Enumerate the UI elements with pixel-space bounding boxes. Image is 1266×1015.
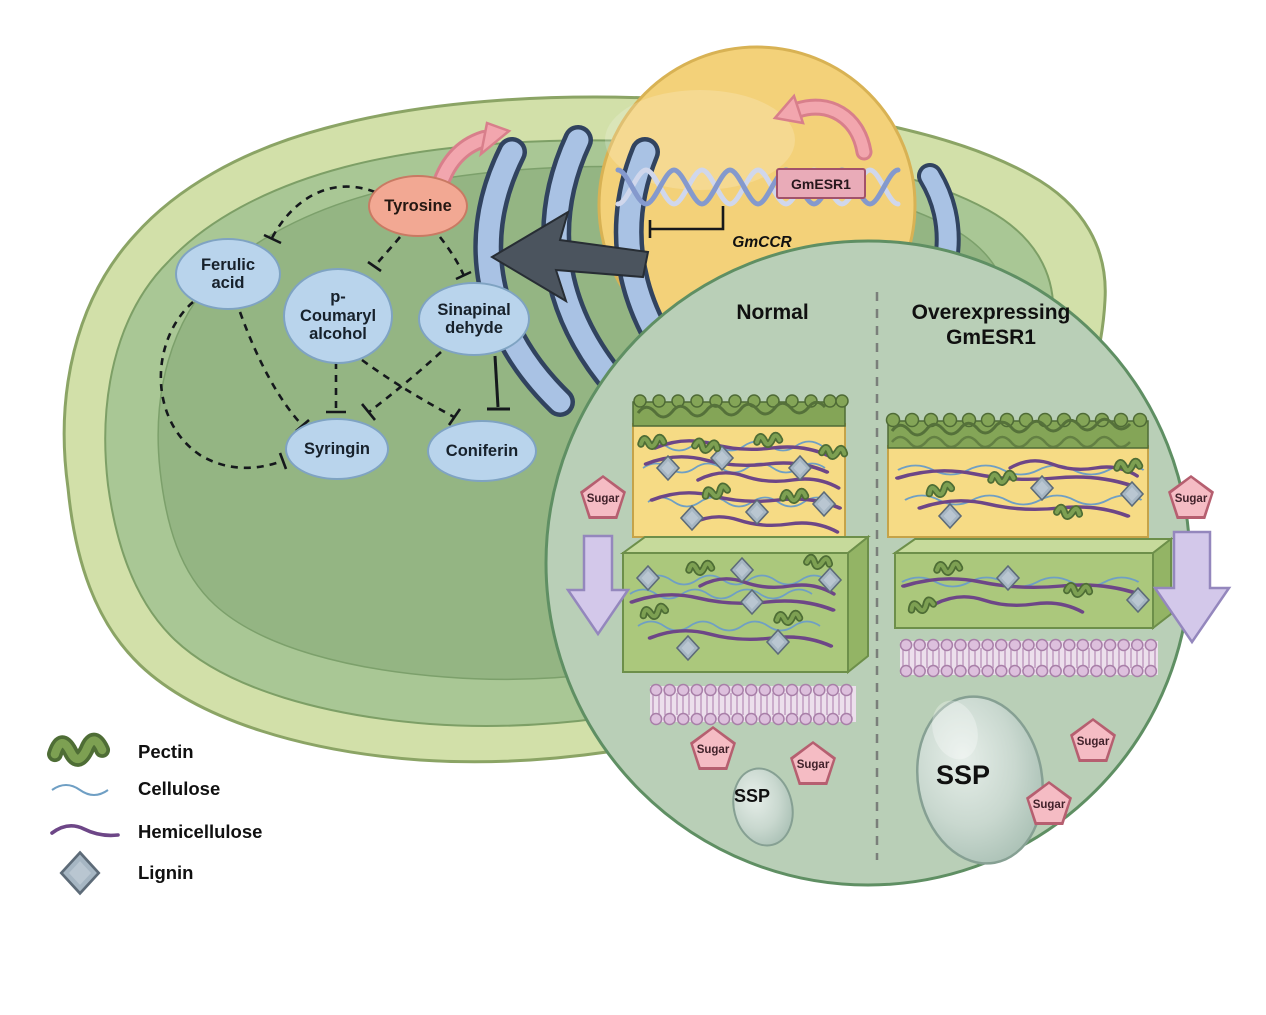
node-label: alcohol	[309, 325, 367, 344]
sugar-label: Sugar	[1174, 493, 1208, 505]
lignin-legend-icon	[59, 851, 101, 895]
node-label: p-	[330, 288, 346, 307]
magnified-cell-wall-view	[544, 239, 1232, 887]
gmesr1-gene-label: GmESR1	[776, 168, 866, 199]
signal-arrow-nucleus	[772, 93, 873, 161]
node-label: Sinapinal	[437, 300, 511, 319]
legend-label-pectin: Pectin	[138, 741, 194, 762]
sugar-flux-arrow-overexpressing	[1152, 530, 1232, 645]
node-ferulic-acid: Ferulic acid	[175, 238, 281, 310]
overexpressing-primary-wall	[887, 445, 1149, 538]
sugar-pentagon-overexpressing-2: Sugar	[1026, 781, 1072, 825]
sugar-label: Sugar	[1076, 736, 1110, 748]
sugar-label: Sugar	[1032, 799, 1066, 811]
gmccr-gene-label: GmCCR	[732, 234, 792, 251]
ssp-label-overexpressing: SSP	[935, 760, 991, 790]
node-syringin: Syringin	[285, 418, 389, 480]
normal-plasma-membrane	[649, 683, 859, 726]
normal-pectin-layer	[632, 394, 849, 427]
node-sinapinal-dehyde: Sinapinal dehyde	[418, 282, 530, 356]
ssp-label-normal: SSP	[733, 786, 771, 806]
normal-ssp-body	[732, 767, 794, 847]
sugar-pentagon-normal-1: Sugar	[690, 726, 736, 770]
node-coniferin: Coniferin	[427, 420, 537, 482]
sugar-pentagon-overexpressing-1: Sugar	[1070, 718, 1116, 762]
ssp-highlight	[932, 700, 978, 760]
inset-title-overexpressing: Overexpressing GmESR1	[896, 301, 1086, 351]
overexpressing-ssp-body	[915, 695, 1045, 865]
normal-secondary-wall	[619, 534, 871, 675]
hemicellulose-legend-icon	[50, 824, 120, 838]
sugar-label: Sugar	[696, 744, 730, 756]
legend-label-cellulose: Cellulose	[138, 778, 221, 799]
inset-title-line2: GmESR1	[946, 325, 1036, 349]
inset-title-normal: Normal	[736, 301, 809, 324]
pectin-legend-icon	[55, 741, 102, 759]
node-tyrosine: Tyrosine	[368, 175, 468, 237]
sugar-label: Sugar	[586, 493, 620, 505]
sugar-pentagon-overexpressing-outer: Sugar	[1168, 475, 1214, 519]
inset-title-line1: Overexpressing	[911, 301, 1071, 324]
node-label: Tyrosine	[384, 196, 452, 215]
cellulose-legend-icon	[51, 784, 109, 796]
node-label: Syringin	[303, 439, 370, 458]
node-label: Coumaryl	[299, 306, 377, 325]
node-label: Coniferin	[445, 441, 519, 460]
overexpressing-plasma-membrane	[899, 638, 1161, 678]
gmccr-repression-line	[648, 206, 725, 238]
sugar-label: Sugar	[796, 759, 830, 771]
transport-arrow	[490, 209, 650, 304]
overexpressing-secondary-wall	[891, 536, 1174, 631]
sugar-pentagon-normal-outer: Sugar	[580, 475, 626, 519]
node-label: acid	[211, 274, 245, 292]
node-p-coumaryl-alcohol: p- Coumaryl alcohol	[283, 268, 393, 364]
node-label: dehyde	[445, 319, 503, 337]
legend-label-hemicellulose: Hemicellulose	[138, 821, 263, 842]
overexpressing-pectin-layer	[885, 412, 1149, 449]
sugar-flux-arrow-normal	[565, 534, 631, 637]
node-label: Ferulic	[200, 255, 256, 274]
normal-primary-wall	[632, 423, 845, 538]
sugar-pentagon-normal-2: Sugar	[790, 741, 836, 785]
legend-icons	[50, 741, 120, 895]
legend-label-lignin: Lignin	[138, 862, 194, 883]
